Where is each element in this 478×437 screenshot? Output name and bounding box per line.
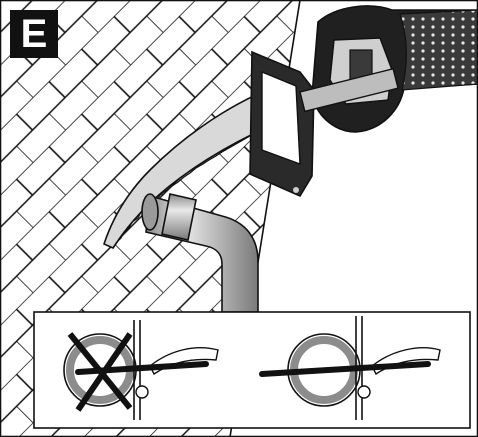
cross-mark-icon xyxy=(67,332,133,412)
inset-panel xyxy=(33,311,471,429)
pipe xyxy=(141,193,259,313)
saw-body xyxy=(299,5,478,133)
panel-label: E xyxy=(10,10,58,58)
correct-cut-detail xyxy=(259,316,441,420)
saw-shoe xyxy=(249,50,315,198)
